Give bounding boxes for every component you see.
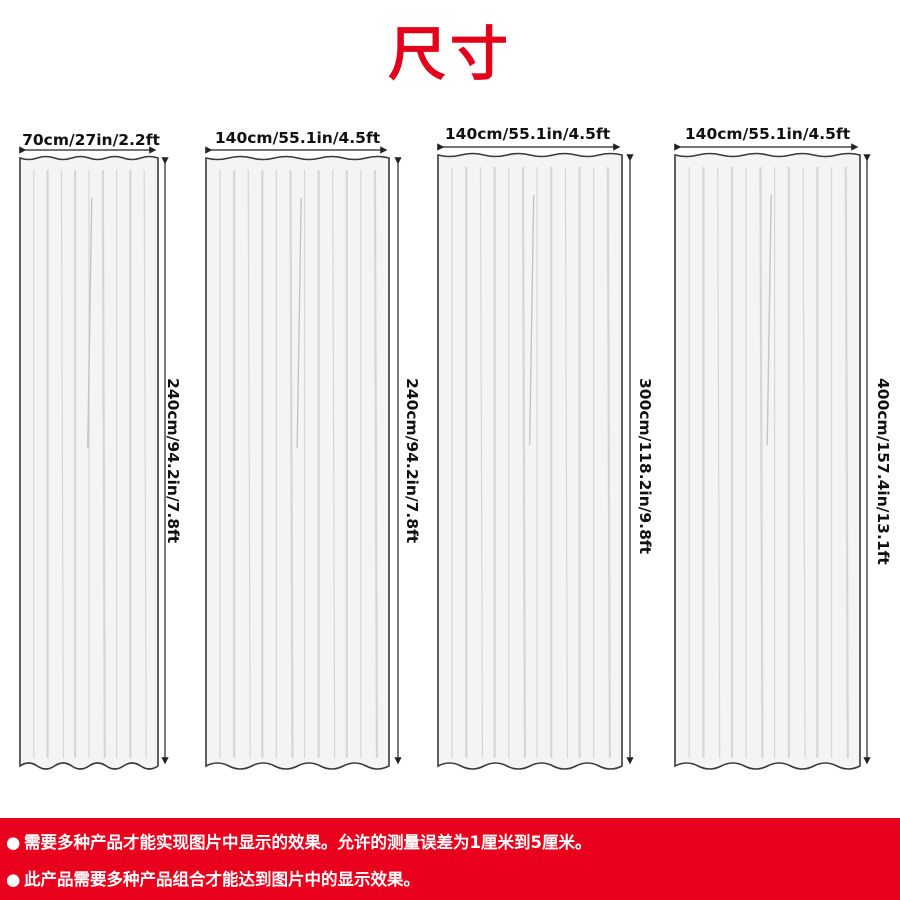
width-label: 70cm/27in/2.2ft [22,131,160,149]
bullet-icon: ● [6,833,21,852]
curtain-illustration-2 [205,146,402,770]
notice-line-2: ●此产品需要多种产品组合才能达到图片中的显示效果。 [6,870,420,890]
curtain-body [437,152,623,770]
page-title: 尺寸 [387,20,512,88]
curtain-fold [844,166,849,759]
curtain-fold [143,169,147,759]
curtain-panel-3: 140cm/55.1in/4.5ft 300cm/118.2in/9.8ft [437,125,654,770]
notice-banner: ●需要多种产品才能实现图片中显示的效果。允许的测量误差为1厘米到5厘米。 ●此产… [0,818,900,900]
curtain-illustration-4 [674,143,871,770]
curtain-fold [479,166,484,759]
curtain-fold [802,166,806,759]
curtain-panel-4: 140cm/55.1in/4.5ft 400cm/157.4in/13.1ft [674,125,892,770]
curtain-body [674,152,861,770]
curtain-illustration-3 [437,143,634,770]
curtain-fold [101,169,106,759]
curtain-fold [766,194,772,446]
notice-line-1: ●需要多种产品才能实现图片中显示的效果。允许的测量误差为1厘米到5厘米。 [6,833,591,853]
curtain-panel-2: 140cm/55.1in/4.5ft 240cm/94.2in/7.8ft [0,0,440,800]
bullet-icon: ● [6,870,21,889]
curtain-fold [564,166,568,759]
curtain-fold [247,169,251,759]
curtain-illustration-1 [19,146,169,770]
curtain-fold [60,169,64,759]
width-label: 140cm/55.1in/4.5ft [214,129,381,147]
notice-text: 此产品需要多种产品组合才能达到图片中的显示效果。 [24,870,420,889]
curtain-fold [289,169,294,759]
curtain-fold [606,166,611,759]
width-label: 140cm/55.1in/4.5ft [684,125,851,143]
height-label: 400cm/157.4in/13.1ft [874,378,892,565]
curtain-panel-1: 70cm/27in/2.2ft 240cm/94.2in/7.8ft [0,0,200,800]
curtain-fold [521,166,527,759]
width-label: 140cm/55.1in/4.5ft [444,125,611,143]
notice-text: 需要多种产品才能实现图片中显示的效果。允许的测量误差为1厘米到5厘米。 [24,833,592,852]
curtain-fold [528,194,535,446]
curtain-fold [759,166,764,759]
curtain-fold [332,169,336,759]
curtain-fold [717,166,721,759]
curtain-fold [373,169,379,759]
curtain-body [205,155,390,770]
curtain-fold [296,197,302,449]
curtain-fold [87,197,93,449]
